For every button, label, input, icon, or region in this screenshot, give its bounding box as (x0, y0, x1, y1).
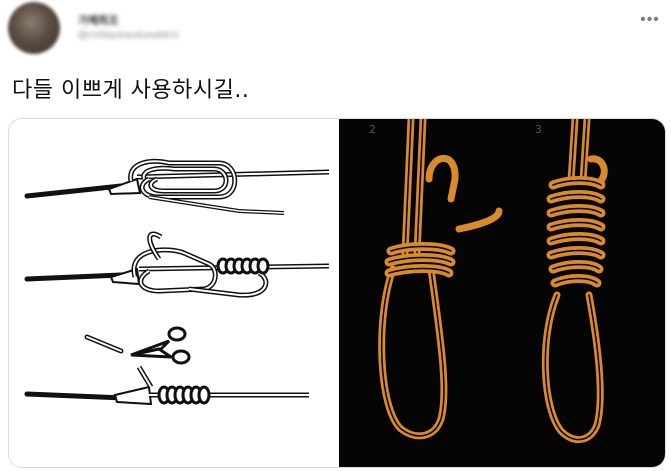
noose-2 (378, 119, 503, 440)
more-options-button[interactable]: ••• (636, 10, 664, 30)
scissors-step (84, 326, 191, 365)
knot-step-2 (24, 231, 330, 298)
author-name[interactable]: 가혜희조 (78, 15, 119, 27)
noose-3 (541, 119, 608, 443)
noose-knots-illustration: 2 3 (369, 119, 608, 443)
media-left-panel[interactable] (9, 119, 339, 467)
author-handle[interactable]: @cVMqckaoduewMnV (78, 30, 180, 41)
knot-step-3 (24, 365, 309, 406)
step-label-3: 3 (535, 123, 542, 136)
fishing-knot-illustration (24, 158, 330, 406)
tweet-text: 다들 이쁘게 사용하시길.. (12, 78, 250, 103)
media-right-panel[interactable]: 2 3 (339, 119, 665, 467)
tweet-media[interactable]: 2 3 (8, 118, 666, 468)
ellipsis-icon: ••• (640, 11, 660, 28)
step-label-2: 2 (369, 123, 376, 136)
avatar[interactable] (8, 2, 60, 54)
knot-step-1 (24, 158, 330, 215)
scissors-icon (130, 326, 191, 365)
